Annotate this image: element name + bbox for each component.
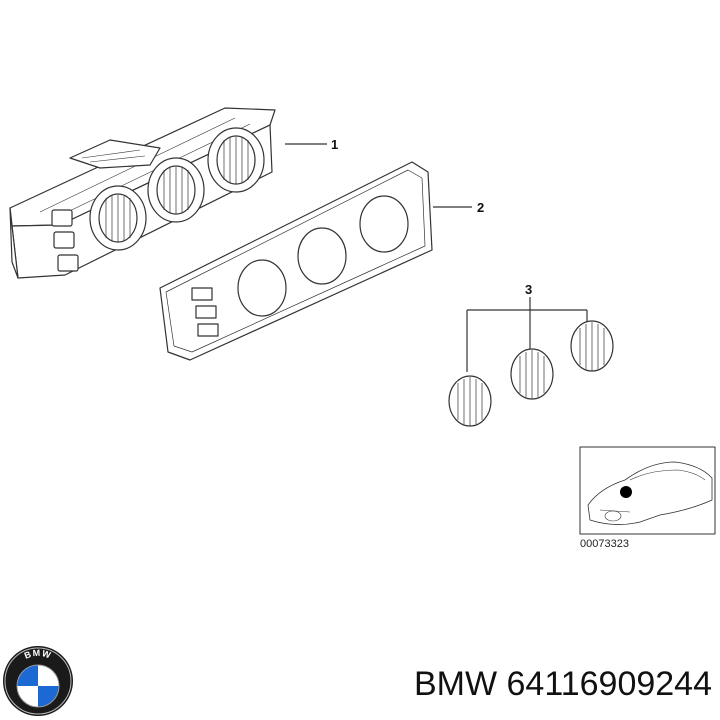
location-marker-dot: [620, 486, 632, 498]
callout-3: 3: [525, 282, 532, 297]
bmw-logo-lettering: BMW: [23, 648, 53, 661]
bmw-logo: BMW: [3, 646, 73, 716]
trim-panel: [159, 161, 433, 361]
inset-reference-number: 00073323: [580, 538, 629, 550]
callout-1: 1: [331, 137, 338, 152]
knob-set: [448, 297, 614, 427]
callout-2: 2: [477, 200, 484, 215]
vehicle-location-inset: [579, 446, 716, 535]
part-number-caption: BMW 64116909244: [413, 665, 712, 703]
climate-control-unit: [9, 107, 276, 279]
